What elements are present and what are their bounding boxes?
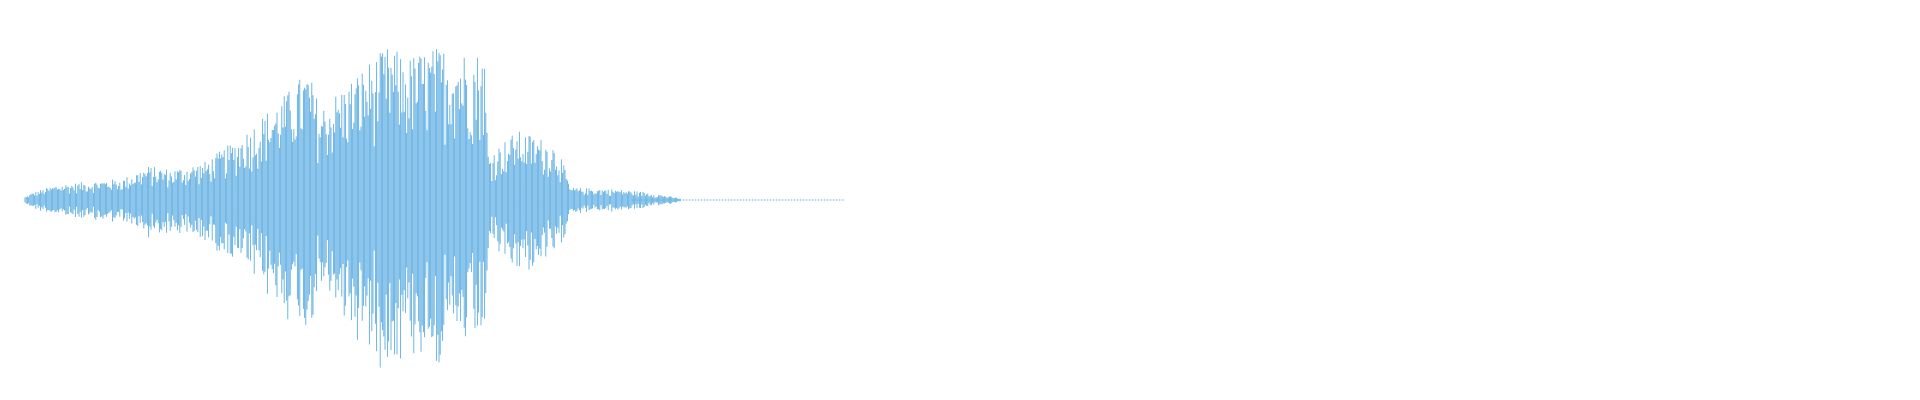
waveform-samples (24, 49, 681, 368)
